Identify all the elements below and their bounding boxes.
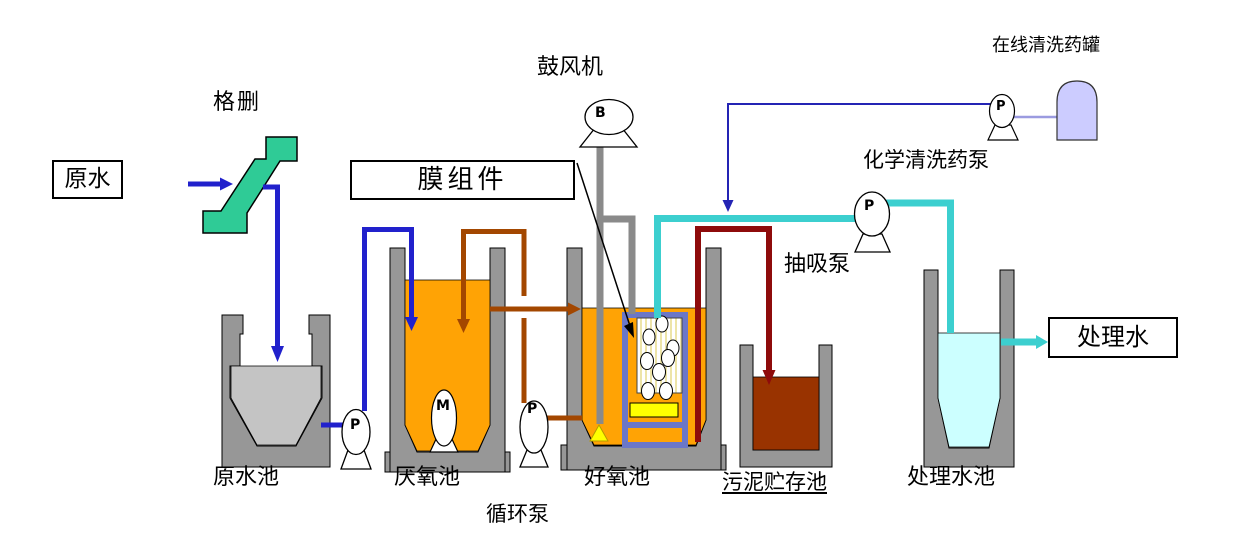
anaerobic-tank-label: 厌氧池	[394, 465, 461, 490]
pump-to-anaerobic-pipe	[362, 227, 414, 411]
circulation-pump-mark: P	[527, 401, 538, 417]
treated-water-tank-label: 处理水池	[907, 465, 996, 490]
recirc-return-arrow	[457, 319, 470, 333]
chemical-tank-icon	[1056, 80, 1098, 141]
sludge-storage-tank-label: 污泥贮存池	[722, 470, 827, 494]
membrane-suction-pipe	[654, 215, 855, 318]
chemical-pump-mark: P	[996, 99, 1006, 114]
circulation-pump-label: 循环泵	[486, 502, 549, 526]
suction-pump-label: 抽吸泵	[784, 252, 851, 277]
raw-water-pump-icon	[340, 408, 372, 470]
raw-water-label: 原水	[64, 165, 111, 192]
membrane-callout-arrow	[576, 162, 634, 338]
aerobic-tank-label: 好氧池	[584, 465, 651, 490]
raw-water-label-box: 原水	[52, 160, 123, 199]
membrane-module-label: 膜组件	[417, 164, 508, 195]
raw-water-pump-mark: P	[350, 417, 361, 433]
anaerobic-tank	[384, 247, 511, 473]
blower-label: 鼓风机	[537, 55, 604, 80]
chemical-cleaning-pump-label: 化学清洗药泵	[863, 148, 989, 172]
aerobic-feed-arrow	[568, 302, 581, 316]
raw-water-liquid	[230, 365, 322, 446]
mixer-mark: M	[436, 398, 450, 414]
raw-water-tank-label: 原水池	[213, 465, 280, 490]
sludge-pipe	[695, 226, 776, 442]
anaerobic-inlet-arrow	[405, 317, 418, 331]
online-cleaning-tank-label: 在线清洗药罐	[992, 35, 1100, 56]
raw-inflow-arrow	[220, 177, 233, 191]
treated-liquid	[937, 332, 1001, 448]
sludge-liquid	[752, 376, 820, 451]
mixer-icon	[429, 389, 459, 453]
treated-water-label: 处理水	[1077, 323, 1149, 352]
screen-label: 格删	[213, 90, 262, 115]
membrane-aerator	[629, 402, 679, 418]
membrane-module-label-box: 膜组件	[350, 160, 575, 200]
membrane-module-icon	[622, 312, 688, 448]
air-bubbles	[640, 315, 680, 400]
raw-water-pipes	[188, 177, 418, 428]
treated-water-label-box: 处理水	[1048, 317, 1178, 358]
bar-screen-icon	[202, 136, 298, 234]
screen-outlet-pipe	[263, 184, 280, 348]
air-pipe	[596, 145, 636, 424]
diffuser-triangle-icon	[589, 423, 609, 442]
sludge-storage-tank	[739, 344, 833, 468]
raw-drop-arrow	[271, 346, 284, 362]
suction-pump-icon	[853, 191, 892, 253]
suction-pump-mark: P	[864, 198, 875, 214]
blower-mark: B	[595, 105, 606, 121]
chemical-line	[722, 103, 1057, 212]
chemical-inject-arrow	[722, 200, 734, 212]
blower-icon	[578, 98, 639, 148]
treated-outlet-arrow	[1036, 335, 1048, 349]
circulation-pump-icon	[519, 400, 549, 468]
recirc-return-pipe	[461, 229, 527, 321]
treated-water-tank	[923, 269, 1015, 468]
chemical-pump-icon	[987, 93, 1019, 141]
sludge-drop-arrow	[762, 370, 776, 385]
anaerobic-liquid	[404, 279, 491, 452]
pump-to-tank-pipe	[878, 199, 954, 333]
raw-water-tank	[221, 314, 331, 468]
suction-pipes	[654, 199, 1048, 349]
raw-water-tank-body	[221, 314, 331, 468]
recirculation-pipes	[457, 229, 582, 421]
